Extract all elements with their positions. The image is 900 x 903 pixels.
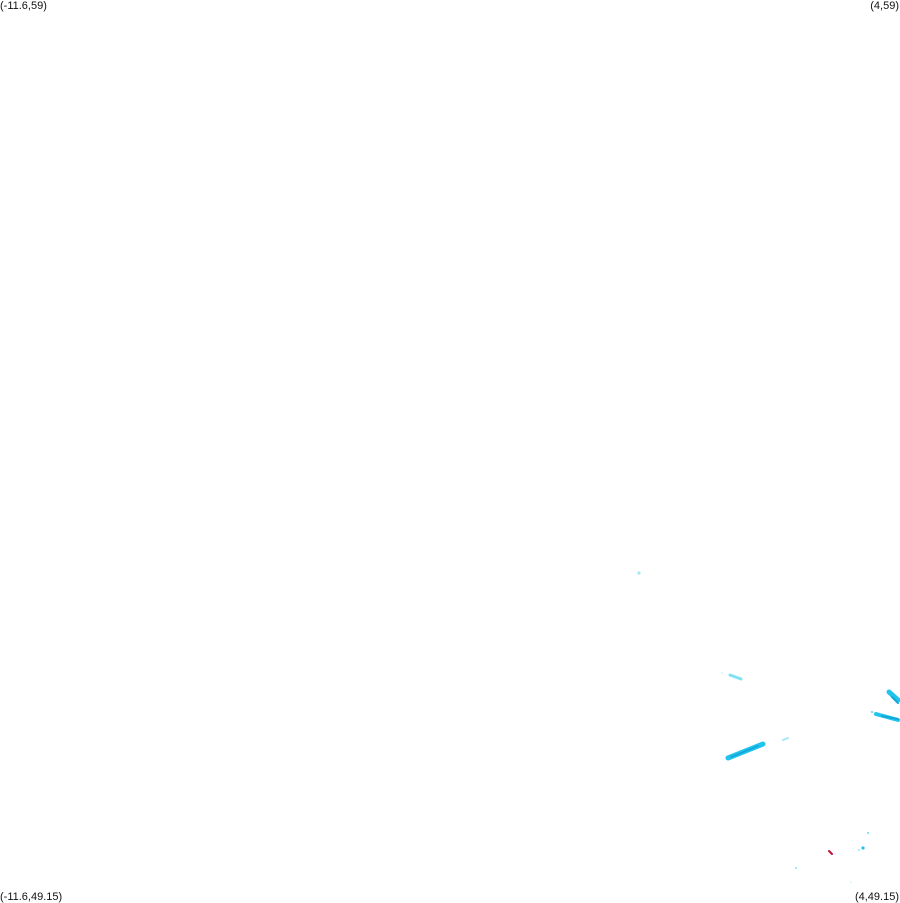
corner-coordinate-bottom-left: (-11.6,49.15) — [0, 891, 63, 903]
rain-cell-isolated — [637, 571, 641, 575]
corner-coordinate-bottom-right: (4,49.15) — [854, 891, 899, 903]
intense-cell — [828, 850, 833, 855]
rain-specks-lower — [794, 831, 870, 883]
corner-coordinate-top-left: (-11.6,59) — [0, 0, 47, 12]
rain-band-diagonal — [725, 737, 789, 761]
corner-coordinate-top-right: (4,59) — [870, 0, 899, 12]
rain-band-upper — [721, 672, 743, 681]
rain-band-right-edge — [870, 689, 900, 722]
